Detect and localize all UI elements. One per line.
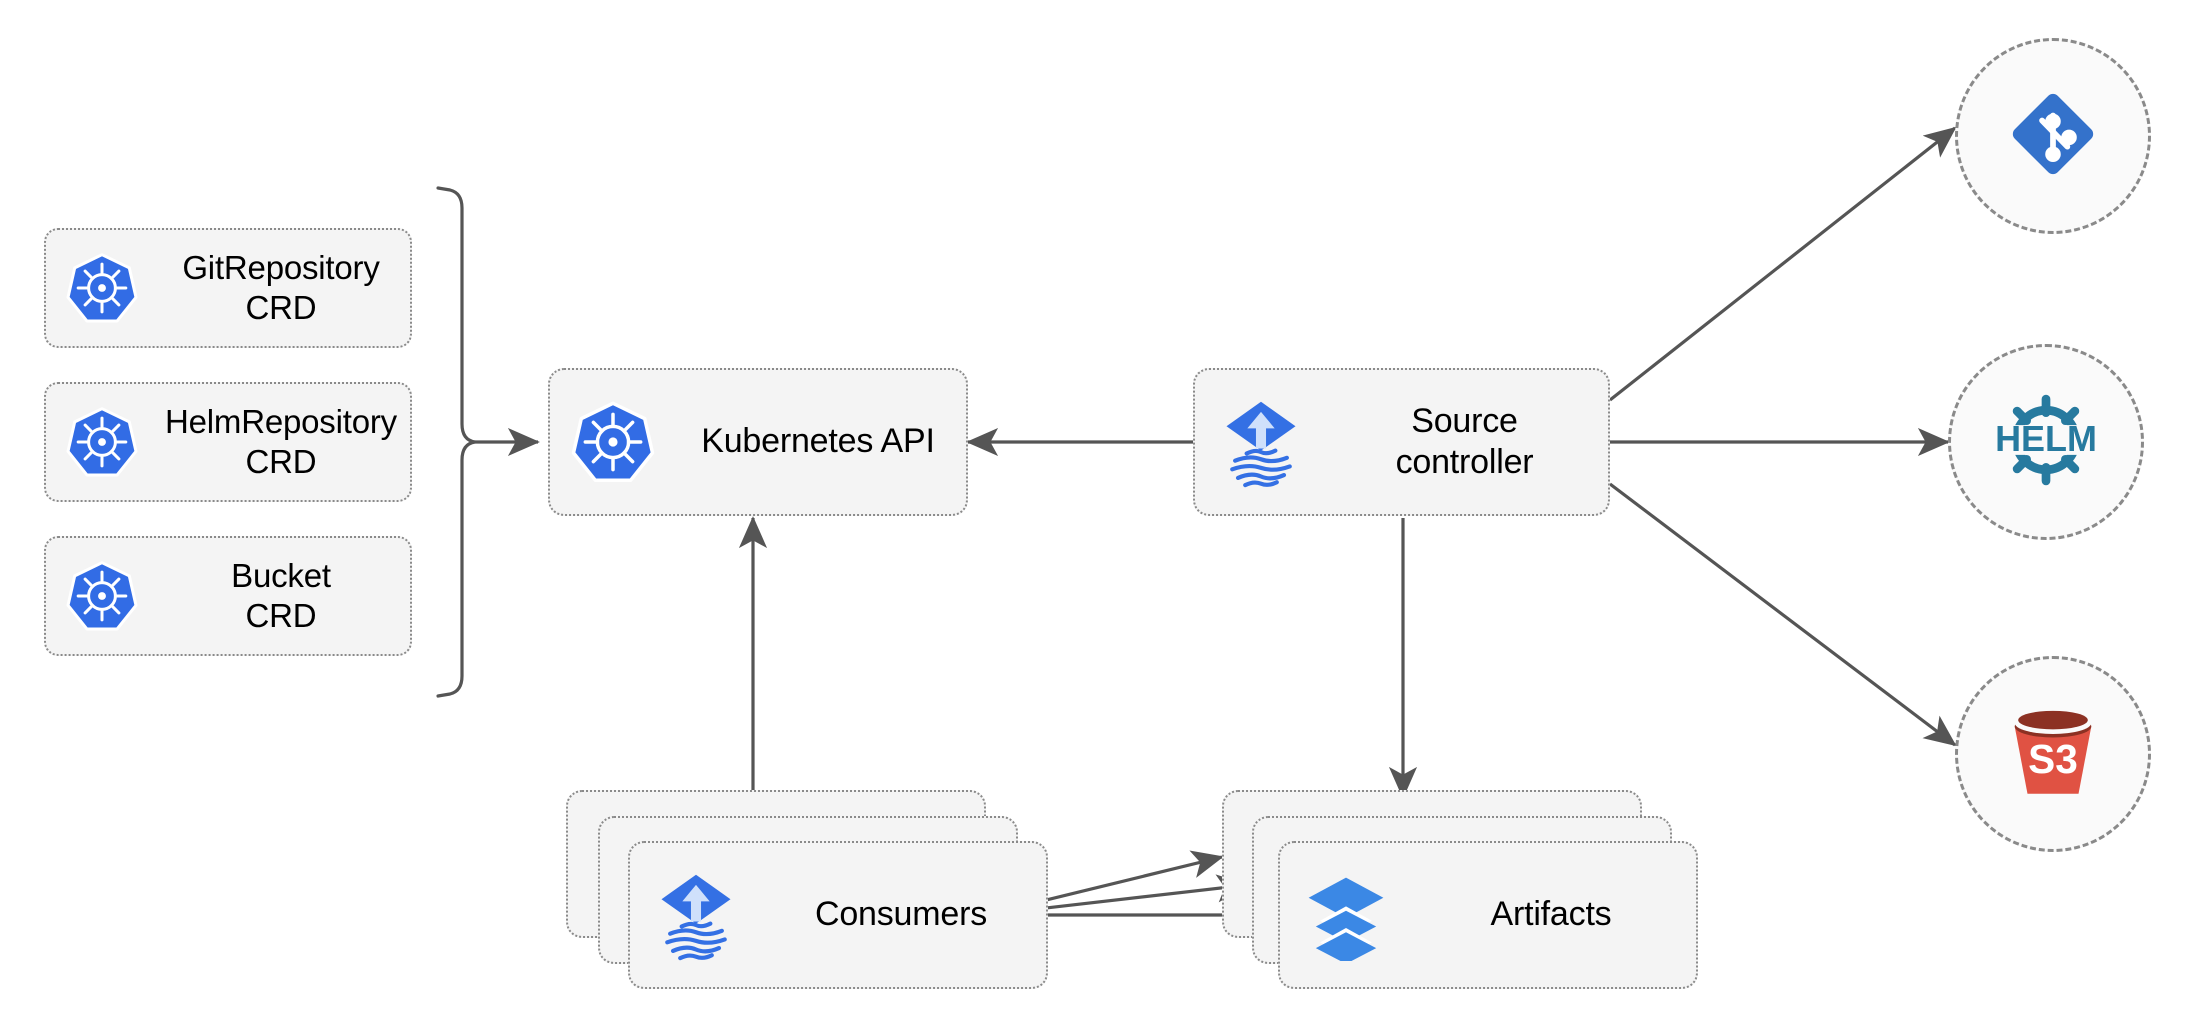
edge-source-to-git — [1609, 126, 1957, 402]
s3-label: S3 — [2028, 735, 2078, 781]
node-git-target[interactable] — [1955, 38, 2151, 234]
node-s3-target[interactable]: S3 — [1955, 656, 2151, 852]
node-label: HelmRepository CRD — [165, 402, 397, 480]
node-label: Bucket CRD — [231, 556, 331, 634]
kubernetes-icon — [46, 559, 158, 633]
helm-icon: HELM — [1984, 378, 2108, 507]
s3-bucket-icon: S3 — [1995, 694, 2111, 815]
node-helmrepository-crd[interactable]: HelmRepository CRD — [44, 382, 412, 502]
crd-group-brace — [436, 186, 476, 698]
edge-source-to-s3 — [1609, 482, 1957, 747]
node-label: Consumers — [814, 895, 988, 934]
node-kubernetes-api[interactable]: Kubernetes API — [548, 368, 968, 516]
git-icon — [1999, 80, 2107, 193]
node-label: Kubernetes API — [701, 422, 935, 461]
node-consumers[interactable]: Consumers — [628, 841, 1048, 989]
helm-label: HELM — [1995, 418, 2097, 459]
flux-icon — [630, 869, 762, 961]
kubernetes-icon — [550, 399, 676, 485]
node-source-controller[interactable]: Source controller — [1193, 368, 1610, 516]
node-label: GitRepository CRD — [182, 248, 380, 326]
kubernetes-icon — [46, 251, 158, 325]
node-artifacts[interactable]: Artifacts — [1278, 841, 1698, 989]
node-gitrepository-crd[interactable]: GitRepository CRD — [44, 228, 412, 348]
node-label: Artifacts — [1490, 895, 1612, 934]
kubernetes-icon — [46, 405, 158, 479]
node-label: Source controller — [1395, 401, 1534, 481]
node-helm-target[interactable]: HELM — [1948, 344, 2144, 540]
flux-icon — [1195, 396, 1327, 488]
layers-icon — [1280, 869, 1412, 961]
node-bucket-crd[interactable]: Bucket CRD — [44, 536, 412, 656]
